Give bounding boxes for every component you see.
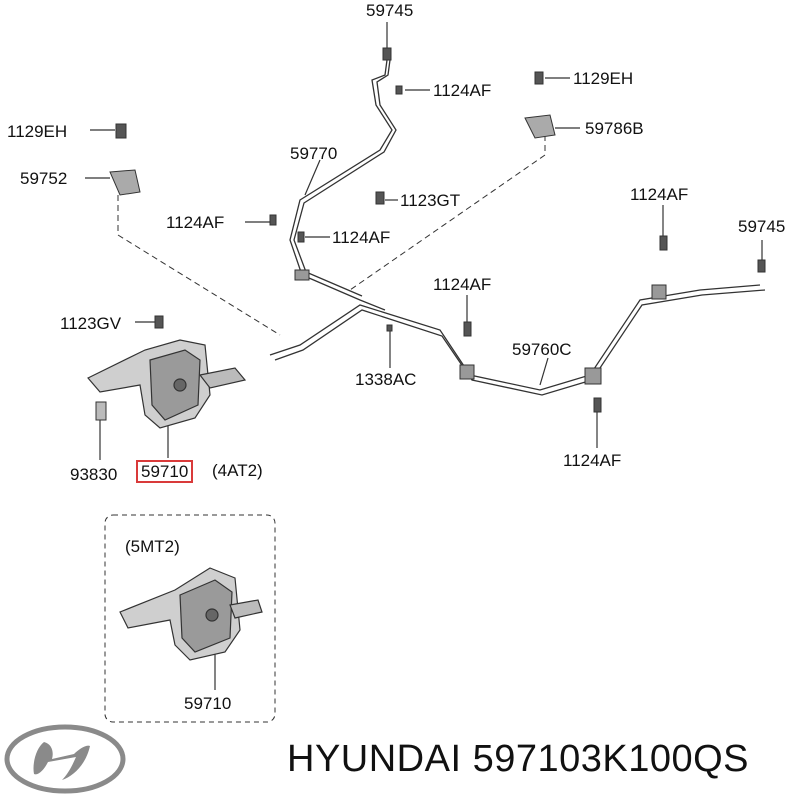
highlighted-part-label[interactable]: 59710 — [136, 460, 194, 483]
cable-59760c — [269, 284, 761, 391]
cable-59770 — [289, 59, 393, 311]
lever-assembly-4at2 — [87, 339, 247, 429]
part-label: 1123GV — [60, 314, 122, 333]
bolt-1123gv — [154, 315, 164, 329]
clip — [584, 367, 602, 385]
bolt-1124af-b — [269, 214, 277, 226]
dashed-link — [349, 135, 546, 291]
clip-1338ac — [386, 324, 393, 332]
part-label: 1124AF — [332, 228, 391, 247]
part-label: 1124AF — [433, 81, 492, 100]
variant-label: (4AT2) — [212, 461, 263, 480]
part-label: 1124AF — [563, 451, 622, 470]
bolt-1129eh-left — [115, 123, 127, 139]
bolt-1124af-e — [659, 235, 668, 251]
cable-59760c-b — [274, 289, 766, 396]
part-label: 1123GT — [400, 191, 461, 210]
bracket-59745-right — [757, 259, 766, 273]
hyundai-logo-icon — [4, 724, 126, 794]
part-label: 59770 — [290, 144, 338, 163]
cable-59770-b — [293, 59, 397, 297]
leader-line — [304, 159, 321, 196]
bolt-1123gt — [375, 191, 385, 205]
clip — [651, 284, 667, 300]
bolt-1124af-f — [593, 397, 602, 413]
part-label: 59745 — [738, 217, 786, 236]
leader-line — [539, 357, 549, 386]
clip — [459, 364, 475, 380]
part-label: 1124AF — [166, 213, 225, 232]
bracket-93830 — [95, 401, 107, 421]
bolt-1129eh-right — [534, 71, 544, 85]
brand-part-number: HYUNDAI 597103K100QS — [287, 738, 750, 780]
part-label: 1124AF — [433, 275, 492, 294]
bolt-1124af-d — [463, 321, 472, 337]
variant-label: (5MT2) — [125, 537, 180, 556]
part-label: 59752 — [20, 169, 68, 188]
bolt-1124af-a — [395, 85, 403, 95]
part-label: 59760C — [512, 340, 572, 359]
dashed-link — [117, 195, 281, 336]
part-label: 93830 — [70, 465, 118, 484]
part-label: 1129EH — [7, 122, 68, 141]
lever-assembly-5mt2 — [119, 567, 263, 661]
part-label: 59786B — [585, 119, 644, 138]
clamp-59752 — [109, 169, 141, 196]
part-label: 59710 — [184, 694, 232, 713]
bolt-1124af-c — [297, 231, 305, 243]
clamp-59786b — [524, 114, 556, 139]
part-label: 59745 — [366, 1, 414, 20]
part-label: 1124AF — [630, 185, 689, 204]
variant-box-5mt2 — [104, 514, 276, 723]
part-label: 1129EH — [573, 69, 634, 88]
clip — [294, 269, 310, 281]
bracket-59745-top — [382, 47, 392, 61]
part-label: 1338AC — [355, 370, 417, 389]
